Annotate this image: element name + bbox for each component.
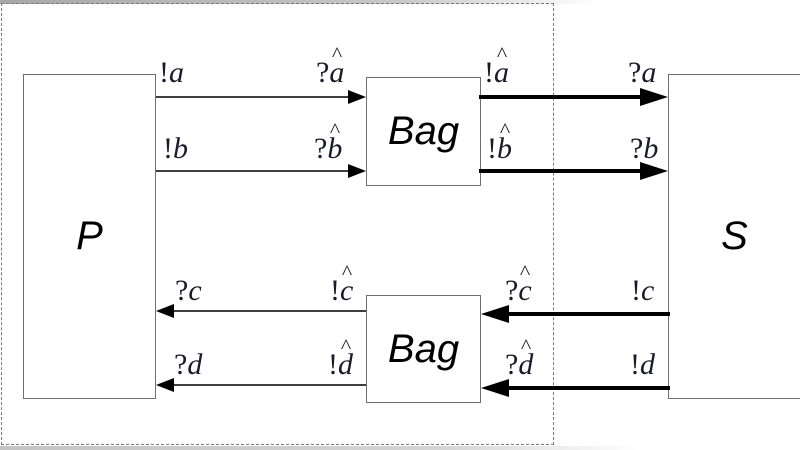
label-var: a bbox=[494, 58, 509, 88]
label-op: ? bbox=[630, 132, 644, 165]
bag-top-label: Bag bbox=[387, 109, 460, 153]
bag-top-box: Bag bbox=[366, 77, 481, 186]
label-var: d bbox=[187, 348, 203, 381]
label-var: b bbox=[327, 134, 342, 164]
process-s-label: S bbox=[721, 214, 748, 258]
label-var: a bbox=[169, 56, 184, 89]
label-bag-send-c-hat: !c bbox=[330, 276, 353, 306]
process-s-box: S bbox=[668, 74, 800, 399]
arrow-p-to-bag-a bbox=[156, 90, 366, 104]
label-p-send-b: !b bbox=[163, 134, 188, 164]
label-var: b bbox=[643, 132, 659, 165]
dashed-system-boundary bbox=[1, 3, 554, 445]
arrow-s-to-bag-c bbox=[481, 305, 670, 323]
label-op: ! bbox=[630, 348, 640, 381]
label-var: c bbox=[188, 274, 202, 307]
arrow-bag-to-s-a bbox=[479, 88, 668, 106]
label-op: ! bbox=[330, 274, 340, 307]
label-op: ? bbox=[175, 274, 189, 307]
label-op: ! bbox=[328, 348, 338, 381]
label-op: ! bbox=[484, 56, 494, 89]
arrow-p-to-bag-b bbox=[156, 164, 366, 178]
arrow-bag-to-p-d bbox=[156, 378, 366, 392]
label-bag-recv-d-hat: ?d bbox=[505, 350, 533, 380]
label-var: b bbox=[497, 134, 512, 164]
label-bag-send-a-hat: !a bbox=[484, 58, 509, 88]
arrow-bag-to-p-c bbox=[156, 304, 366, 318]
label-op: ? bbox=[628, 56, 642, 89]
label-bag-send-b-hat: !b bbox=[487, 134, 512, 164]
bottom-gradient-strip bbox=[0, 446, 800, 450]
label-op: ? bbox=[314, 132, 328, 165]
label-var: d bbox=[338, 350, 353, 380]
label-bag-recv-b-hat: ?b bbox=[314, 134, 342, 164]
label-op: ! bbox=[631, 274, 641, 307]
label-s-send-c: !c bbox=[631, 276, 654, 306]
top-gradient-strip bbox=[0, 0, 800, 4]
label-p-recv-d: ?d bbox=[174, 350, 202, 380]
label-bag-recv-c-hat: ?c bbox=[505, 276, 532, 306]
label-bag-recv-a-hat: ?a bbox=[316, 58, 344, 88]
label-s-recv-b: ?b bbox=[630, 134, 658, 164]
label-var: c bbox=[641, 274, 655, 307]
label-var: d bbox=[640, 348, 655, 381]
label-op: ! bbox=[487, 132, 497, 165]
label-var: c bbox=[518, 276, 531, 306]
bag-bottom-label: Bag bbox=[387, 326, 460, 371]
label-s-send-d: !d bbox=[630, 350, 655, 380]
arrow-s-to-bag-d bbox=[481, 379, 670, 397]
process-p-label: P bbox=[76, 214, 103, 258]
label-var: a bbox=[641, 56, 657, 89]
label-op: ! bbox=[163, 132, 173, 165]
arrow-bag-to-s-b bbox=[479, 162, 668, 180]
process-p-box: P bbox=[23, 74, 156, 399]
label-op: ? bbox=[505, 274, 519, 307]
label-p-send-a: !a bbox=[159, 58, 184, 88]
label-op: ? bbox=[316, 56, 330, 89]
label-op: ! bbox=[159, 56, 169, 89]
label-p-recv-c: ?c bbox=[175, 276, 202, 306]
bag-bottom-box: Bag bbox=[366, 295, 481, 403]
label-s-recv-a: ?a bbox=[628, 58, 656, 88]
label-bag-send-d-hat: !d bbox=[328, 350, 353, 380]
label-op: ? bbox=[174, 348, 188, 381]
label-var: c bbox=[340, 276, 353, 306]
label-var: d bbox=[518, 350, 533, 380]
label-op: ? bbox=[505, 348, 519, 381]
label-var: a bbox=[329, 58, 344, 88]
label-var: b bbox=[173, 132, 188, 165]
